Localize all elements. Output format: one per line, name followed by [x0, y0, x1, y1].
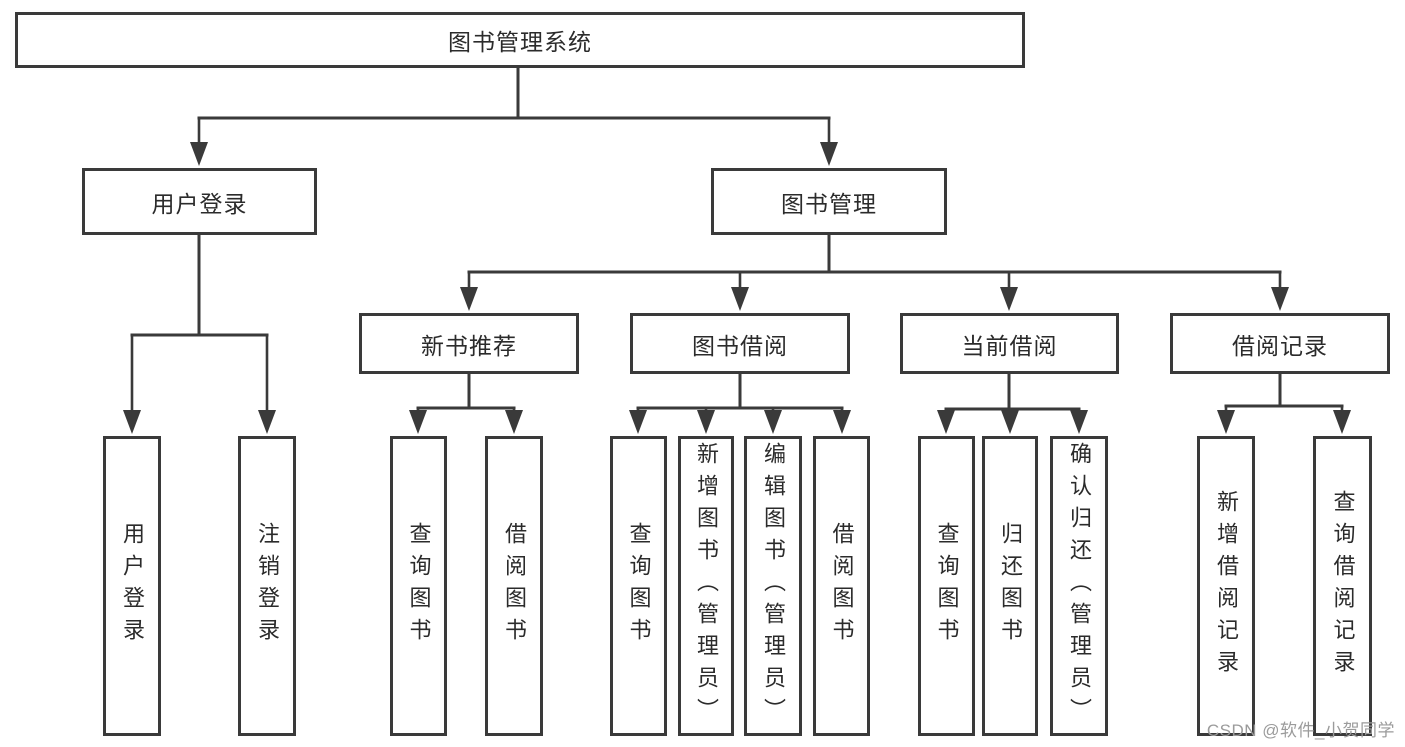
leaf-current-query-books: 查询图书: [918, 436, 975, 736]
connector-new-book-recommendation-to-leaves: [409, 372, 523, 434]
connector-book-borrowing-to-leaves: [629, 372, 851, 434]
node-book-management: 图书管理: [711, 168, 947, 235]
connector-root-to-level2: [190, 66, 838, 166]
node-label: 图书管理: [781, 190, 877, 217]
node-label: 查询图书: [934, 522, 960, 650]
leaf-query-borrowing-record: 查询借阅记录: [1313, 436, 1372, 736]
leaf-logout: 注销登录: [238, 436, 296, 736]
node-book-borrowing: 图书借阅: [630, 313, 850, 374]
connector-user-login-to-leaves: [123, 233, 276, 434]
node-label: 借阅图书: [829, 522, 855, 650]
leaf-recommend-query-books: 查询图书: [390, 436, 447, 736]
connector-current-borrowing-to-leaves: [937, 372, 1088, 434]
node-label: 用户登录: [120, 522, 145, 650]
node-new-book-recommendation: 新书推荐: [359, 313, 579, 374]
leaf-add-books-admin: 新增图书（管理员）: [678, 436, 734, 736]
leaf-recommend-borrow-books: 借阅图书: [485, 436, 543, 736]
connector-book-management-to-level3: [460, 233, 1289, 311]
node-label: 确认归还（管理员）: [1067, 442, 1092, 730]
node-label: 归还图书: [998, 522, 1023, 650]
node-label: 编辑图书（管理员）: [761, 442, 786, 730]
node-label: 新增借阅记录: [1214, 490, 1239, 682]
node-label: 注销登录: [255, 522, 280, 650]
leaf-add-borrowing-record: 新增借阅记录: [1197, 436, 1255, 736]
leaf-user-login: 用户登录: [103, 436, 161, 736]
node-label: 查询图书: [626, 522, 652, 650]
connector-borrowing-records-to-leaves: [1217, 372, 1351, 434]
node-label: 查询图书: [406, 522, 432, 650]
node-label: 用户登录: [151, 190, 248, 217]
leaf-edit-books-admin: 编辑图书（管理员）: [744, 436, 802, 736]
node-label: 当前借阅: [961, 332, 1058, 359]
leaf-borrowing-borrow-books: 借阅图书: [813, 436, 870, 736]
node-borrowing-records: 借阅记录: [1170, 313, 1390, 374]
node-label: 借阅记录: [1232, 332, 1328, 359]
node-label: 新增图书（管理员）: [694, 442, 719, 730]
node-label: 借阅图书: [502, 522, 527, 650]
node-current-borrowing: 当前借阅: [900, 313, 1119, 374]
node-label: 图书借阅: [692, 332, 788, 359]
node-library-management-system: 图书管理系统: [15, 12, 1025, 68]
leaf-confirm-return-admin: 确认归还（管理员）: [1050, 436, 1108, 736]
leaf-borrowing-query-books: 查询图书: [610, 436, 667, 736]
node-label: 查询借阅记录: [1330, 490, 1356, 682]
leaf-return-books: 归还图书: [982, 436, 1038, 736]
csdn-watermark: CSDN @软件_小贺同学: [1206, 721, 1395, 740]
node-label: 图书管理系统: [448, 29, 592, 55]
node-label: 新书推荐: [421, 332, 517, 359]
node-user-login: 用户登录: [82, 168, 317, 235]
